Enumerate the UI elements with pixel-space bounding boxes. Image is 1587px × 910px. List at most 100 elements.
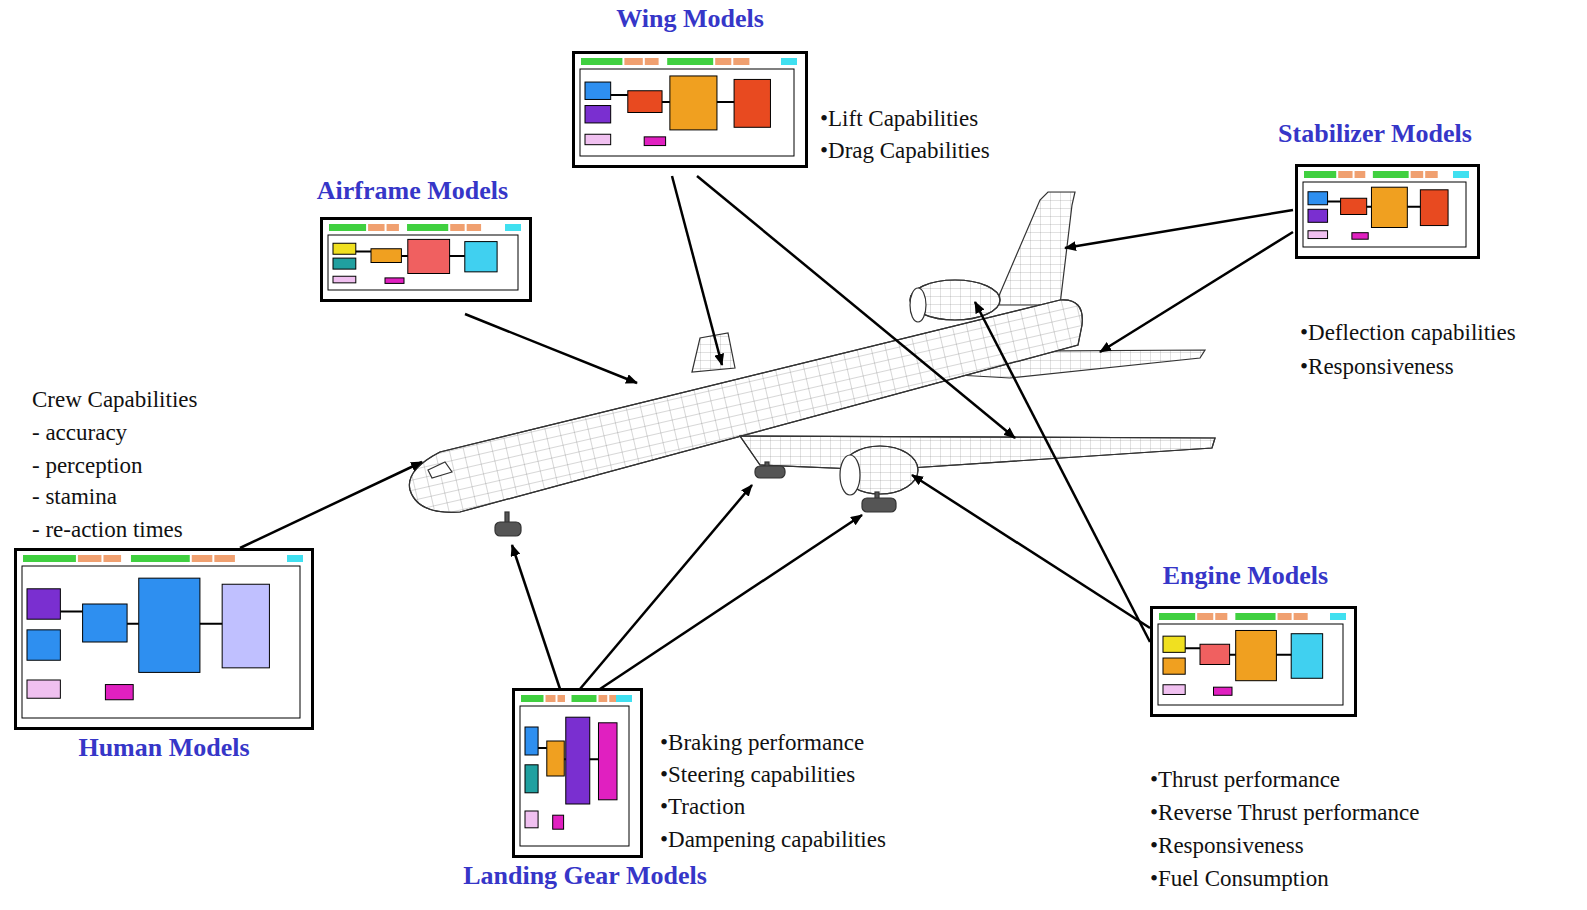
mini-wire (60, 612, 222, 624)
mini-block (83, 604, 127, 642)
model-window (512, 688, 643, 858)
mini-block (599, 695, 608, 702)
mini-block (670, 76, 717, 130)
mini-block (1425, 171, 1438, 178)
mini-block (78, 555, 102, 562)
mini-block (371, 249, 401, 263)
mini-block (368, 224, 384, 231)
mini-block (287, 555, 303, 562)
mini-wire (356, 252, 465, 256)
capability-note: •Steering capabilities (660, 760, 855, 790)
model-node: Stabilizer Models (1250, 118, 1500, 259)
model-window (14, 548, 314, 730)
mini-block (222, 584, 269, 668)
capability-note: •Fuel Consumption (1150, 864, 1329, 894)
mini-block (27, 589, 60, 619)
mini-block (105, 685, 133, 700)
mini-block (644, 137, 665, 146)
mini-block (385, 278, 404, 284)
mini-block (1341, 198, 1367, 214)
mini-block (467, 224, 481, 231)
mini-block (1308, 209, 1328, 222)
capability-note: - accuracy (32, 418, 127, 448)
mini-block (450, 224, 464, 231)
mini-block (1214, 687, 1233, 695)
model-window (320, 217, 532, 302)
block-diagram-icon (17, 551, 311, 727)
mini-block (585, 82, 611, 99)
mini-wire (611, 95, 734, 102)
mini-block (1294, 613, 1308, 620)
mini-block (27, 680, 60, 698)
mini-block (1338, 171, 1352, 178)
capability-note: •Thrust performance (1150, 765, 1340, 795)
model-heading: Airframe Models (290, 175, 535, 207)
mini-block (27, 630, 60, 660)
mini-wire (1328, 202, 1421, 207)
mini-block (1373, 171, 1409, 178)
model-node: Engine Models (1128, 560, 1363, 717)
mini-block (1420, 190, 1448, 226)
mini-block (214, 555, 235, 562)
mini-block (525, 765, 538, 793)
mini-block (1304, 171, 1336, 178)
mini-block (1278, 613, 1292, 620)
model-heading: Stabilizer Models (1250, 118, 1500, 150)
mini-block (581, 58, 622, 65)
mini-block (547, 741, 564, 776)
mini-block (1236, 630, 1277, 680)
mini-block (408, 239, 450, 273)
mini-block (1411, 171, 1424, 178)
mini-block (781, 58, 797, 65)
block-diagram-icon (1153, 609, 1354, 714)
capability-note: •Traction (660, 792, 745, 822)
mini-block (1308, 192, 1328, 205)
mini-block (1371, 187, 1407, 227)
mini-block (624, 58, 642, 65)
capability-note: •Lift Capabilities (820, 104, 978, 134)
model-window (1150, 606, 1357, 717)
mini-block (333, 258, 356, 269)
mini-block (1330, 613, 1346, 620)
mini-block (525, 811, 538, 828)
mini-block (598, 723, 617, 800)
mini-block (580, 69, 794, 156)
model-heading: Landing Gear Models (430, 860, 740, 892)
capability-note: Crew Capabilities (32, 385, 197, 415)
block-diagram-icon (515, 691, 640, 855)
mini-block (465, 242, 497, 272)
model-window (1295, 164, 1480, 259)
mini-block (1158, 624, 1343, 705)
model-window (572, 51, 808, 168)
capability-note: •Reverse Thrust performance (1150, 798, 1419, 828)
mini-block (616, 695, 632, 702)
mini-block (546, 695, 556, 702)
mini-block (103, 555, 121, 562)
model-heading: Wing Models (560, 3, 820, 35)
mini-block (22, 566, 300, 718)
capability-note: - stamina (32, 482, 117, 512)
mini-block (192, 555, 213, 562)
mini-block (328, 235, 518, 290)
mini-block (1453, 171, 1469, 178)
mini-block (333, 243, 356, 254)
mini-block (734, 79, 770, 127)
mini-block (520, 706, 629, 846)
mini-block (628, 91, 662, 113)
mini-block (1215, 613, 1227, 620)
mini-block (566, 717, 590, 804)
capability-note: •Drag Capabilities (820, 136, 990, 166)
model-node: Airframe Models (290, 175, 535, 302)
mini-block (667, 58, 713, 65)
mini-block (387, 224, 399, 231)
capability-note: •Dampening capabilities (660, 825, 886, 855)
mini-wire (1185, 648, 1291, 654)
mini-block (715, 58, 731, 65)
capability-note: •Deflection capabilities (1300, 318, 1516, 348)
capability-note: •Braking performance (660, 728, 864, 758)
capability-note: •Responsiveness (1300, 352, 1454, 382)
model-heading: Engine Models (1128, 560, 1363, 592)
mini-block (1303, 182, 1466, 247)
mini-block (131, 555, 190, 562)
block-diagram-icon (1298, 167, 1477, 256)
